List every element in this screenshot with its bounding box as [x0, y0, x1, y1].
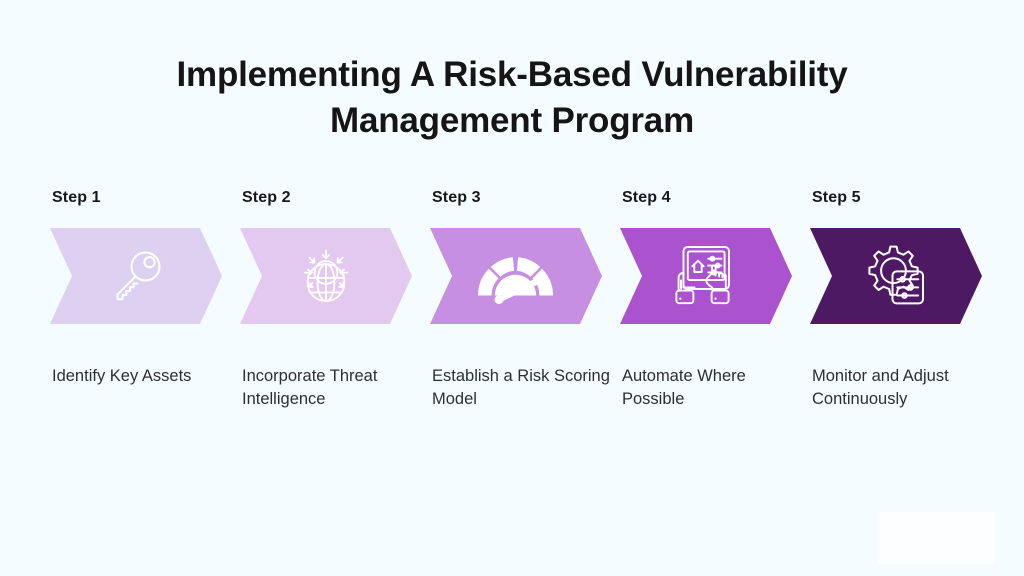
- hands-tablet-controls-icon: [620, 228, 792, 324]
- step-1-label: Step 1: [52, 189, 101, 206]
- watermark-placeholder: [878, 512, 995, 564]
- step-1-caption: Identify Key Assets: [52, 367, 192, 385]
- globe-threat-alert-icon: [240, 228, 412, 324]
- step-1: Step 1 Identify Key Assets: [50, 188, 240, 388]
- step-4-caption: Automate Where Possible: [622, 367, 746, 408]
- step-3-chevron: [430, 228, 602, 324]
- step-5-label: Step 5: [812, 189, 861, 206]
- step-4-chevron: [620, 228, 792, 324]
- step-1-chevron: [50, 228, 222, 324]
- step-5-caption: Monitor and Adjust Continuously: [812, 367, 949, 408]
- step-5: Step 5: [810, 188, 1000, 411]
- step-2: Step 2: [240, 188, 430, 411]
- step-3-caption: Establish a Risk Scoring Model: [432, 367, 610, 408]
- step-3-label: Step 3: [432, 189, 481, 206]
- step-2-caption: Incorporate Threat Intelligence: [242, 367, 378, 408]
- step-4-label: Step 4: [622, 189, 671, 206]
- step-2-chevron: [240, 228, 412, 324]
- step-2-label: Step 2: [242, 189, 291, 206]
- gauge-meter-icon: [430, 228, 602, 324]
- page-title: Implementing A Risk-Based Vulnerability …: [0, 52, 1024, 144]
- title-line-1: Implementing A Risk-Based Vulnerability: [176, 55, 848, 94]
- step-4: Step 4: [620, 188, 810, 411]
- key-icon: [50, 228, 222, 324]
- step-5-chevron: [810, 228, 982, 324]
- title-line-2: Management Program: [330, 101, 694, 140]
- steps-row: Step 1 Identify Key Assets Step 2: [50, 188, 1024, 428]
- step-3: Step 3: [430, 188, 620, 411]
- gear-settings-sliders-icon: [810, 228, 982, 324]
